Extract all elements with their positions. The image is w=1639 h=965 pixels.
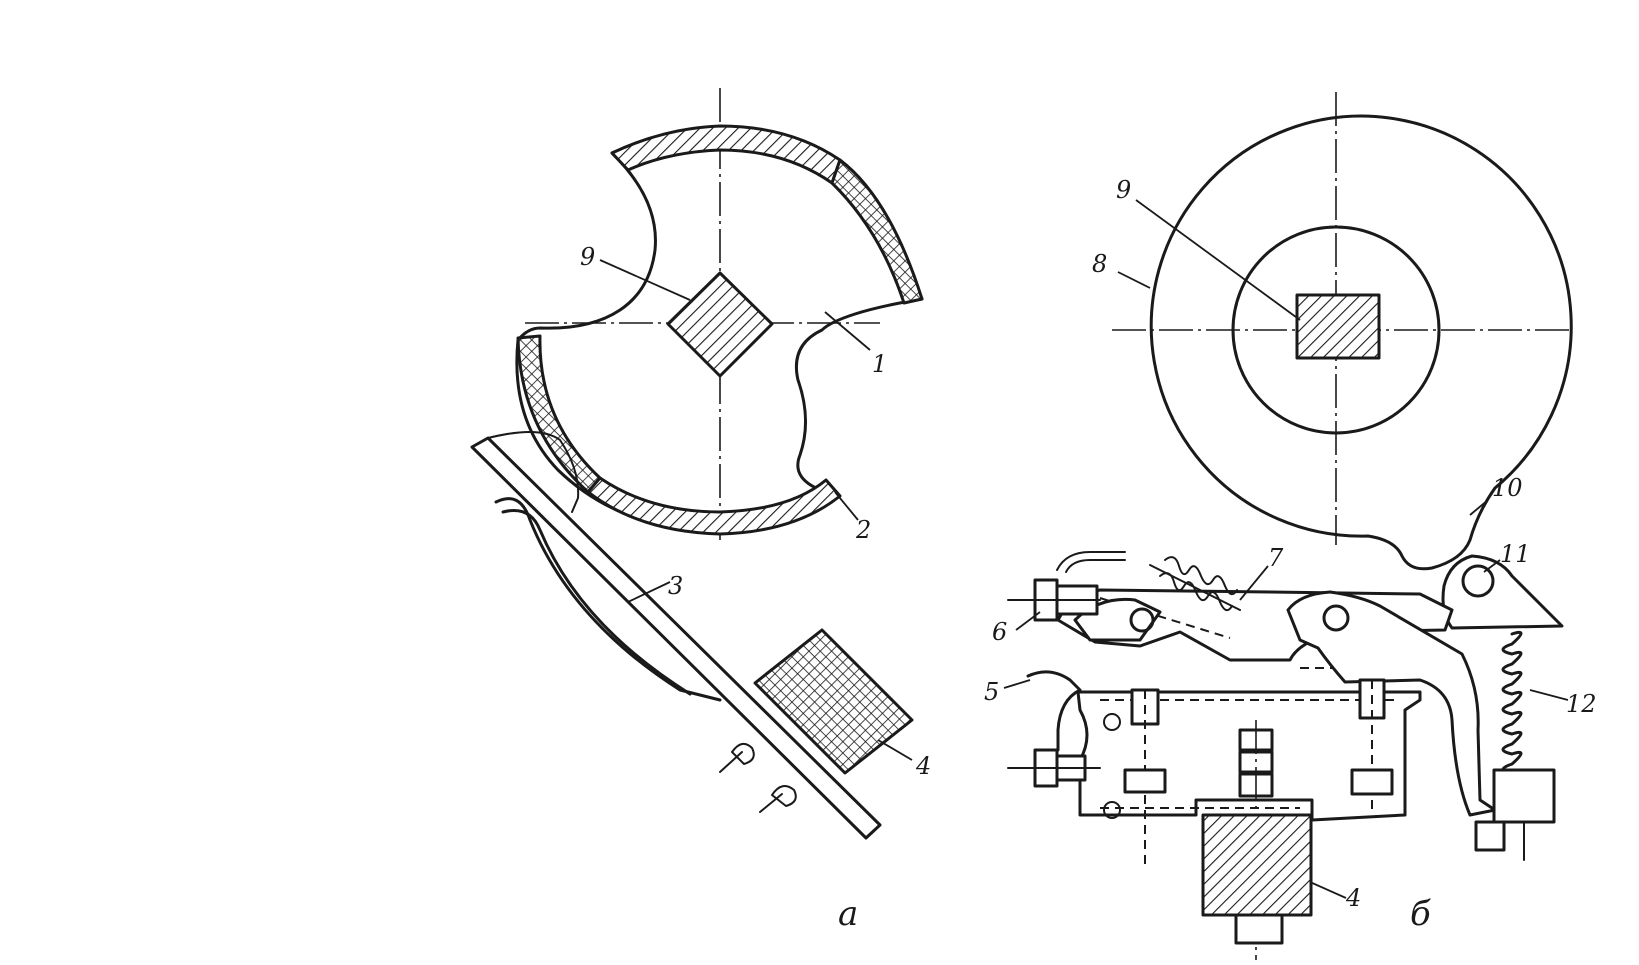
square-shaft-a <box>666 271 774 378</box>
callout-6: 6 <box>992 618 1007 646</box>
leader-6 <box>1015 611 1041 631</box>
callout-9-b: 9 <box>1116 176 1131 204</box>
callout-7: 7 <box>1268 544 1284 572</box>
rect-shaft-b <box>1295 293 1381 360</box>
leader-10 <box>1469 499 1489 516</box>
leader-2 <box>834 491 859 521</box>
callout-1: 1 <box>872 350 887 378</box>
bottom-nut <box>1234 913 1284 945</box>
spring-base <box>1492 768 1556 824</box>
leaf-spring-inner <box>501 509 692 696</box>
roller <box>1461 564 1495 598</box>
leader-4a <box>877 739 913 761</box>
rivet-lower <box>759 785 797 813</box>
upper-insert <box>830 158 924 305</box>
upper-hatched-rim <box>610 124 842 185</box>
panel-label-b: б <box>1410 894 1431 934</box>
leader-8 <box>1117 271 1151 289</box>
lever <box>470 436 882 840</box>
left-pivot <box>1129 607 1155 633</box>
leader-9a <box>599 259 691 301</box>
callout-2: 2 <box>855 516 871 544</box>
leader-3 <box>627 581 671 603</box>
terminal-6 <box>1007 551 1126 622</box>
leader-9b <box>1135 199 1301 321</box>
callout-10: 10 <box>1492 474 1523 502</box>
contact-block-a <box>753 628 914 775</box>
leader-7 <box>1239 565 1269 601</box>
terminal-lower <box>1007 748 1101 788</box>
callout-4-a: 4 <box>915 752 931 780</box>
spring-12 <box>1474 630 1556 861</box>
callout-4-b: 4 <box>1345 884 1361 912</box>
leader-4b <box>1309 881 1347 899</box>
bracket-pivot <box>1322 604 1350 632</box>
lever-bracket <box>1286 590 1497 817</box>
callout-5: 5 <box>984 678 999 706</box>
vertical-bolt-right <box>1350 678 1394 810</box>
lower-insert <box>516 334 602 494</box>
callout-11: 11 <box>1500 540 1531 568</box>
small-nut <box>1474 820 1506 852</box>
leader-11 <box>1483 559 1501 573</box>
callout-9-a: 9 <box>580 243 595 271</box>
wire-5 <box>1026 670 1082 752</box>
leader-5 <box>1003 679 1031 689</box>
screw-upper <box>1103 713 1121 731</box>
leader-12 <box>1529 689 1569 701</box>
callout-3: 3 <box>668 572 683 600</box>
contact-block-b <box>1201 813 1313 917</box>
lever-shoulder <box>487 430 580 513</box>
hub-circle <box>1231 225 1441 435</box>
rivet-upper <box>719 742 755 773</box>
panel-a-drawing: 9 1 2 3 4 а <box>470 88 931 934</box>
spring-7 <box>1149 556 1241 612</box>
cam-disc-outline <box>1149 114 1573 571</box>
panel-label-a: а <box>838 894 858 934</box>
lower-hatched-rim <box>586 476 842 536</box>
callout-8: 8 <box>1092 250 1107 278</box>
panel-b-drawing: 9 8 10 11 7 6 5 12 4 б <box>984 92 1597 960</box>
leaf-spring <box>494 497 722 702</box>
vertical-bolt-left <box>1123 688 1167 870</box>
callout-12: 12 <box>1566 690 1597 718</box>
leader-1 <box>824 311 871 351</box>
screw-lower <box>1103 801 1121 819</box>
